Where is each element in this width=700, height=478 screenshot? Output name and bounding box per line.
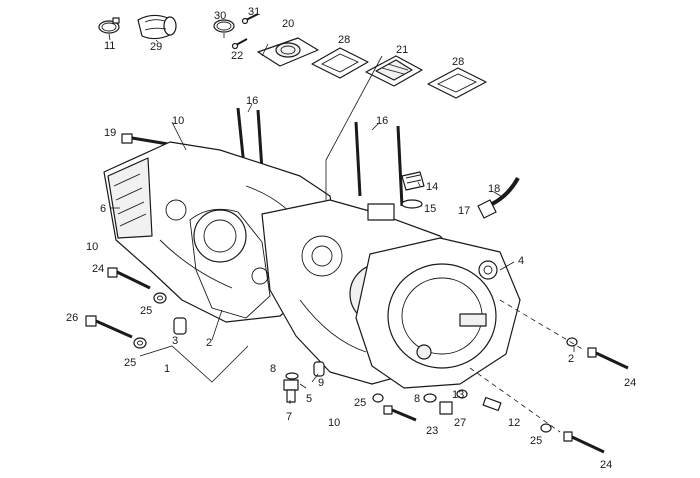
washer-2-right — [566, 337, 578, 347]
callout-29: 29 — [150, 41, 162, 53]
callout-17: 17 — [458, 205, 470, 217]
callout-16-right: 16 — [376, 115, 388, 127]
callout-5: 5 — [306, 393, 312, 405]
callout-19: 19 — [104, 127, 116, 139]
washer-25-lower-left — [133, 337, 147, 349]
breather-hose-18 — [491, 177, 520, 206]
callout-23: 23 — [426, 425, 438, 437]
clamp-30 — [213, 19, 235, 33]
callout-9: 9 — [318, 377, 324, 389]
plug-7 — [283, 379, 299, 403]
callout-10-left: 10 — [86, 241, 98, 253]
callout-7: 7 — [286, 411, 292, 423]
washer-25-bottom — [372, 393, 384, 403]
callout-2-right: 2 — [568, 353, 574, 365]
plug-27 — [439, 401, 453, 415]
clamp-11 — [98, 17, 120, 34]
callout-4: 4 — [518, 255, 524, 267]
callout-25-right: 25 — [530, 435, 542, 447]
gasket-2-middle — [189, 208, 271, 319]
callout-labels: 11 29 30 31 20 22 28 21 28 19 10 16 16 1… — [66, 6, 636, 471]
washer-8-right — [423, 393, 437, 403]
reed-valve-21 — [365, 55, 423, 87]
callout-12: 12 — [508, 417, 520, 429]
bolt-24-left — [107, 267, 151, 290]
bolt-23 — [383, 405, 417, 422]
reed-cover-20 — [257, 37, 319, 67]
callout-6: 6 — [100, 203, 106, 215]
screw-31 — [241, 13, 259, 25]
clutch-cover-4 — [355, 237, 521, 389]
dowel-pin-3 — [173, 317, 187, 335]
callout-3: 3 — [172, 335, 178, 347]
callout-26: 26 — [66, 312, 78, 324]
callout-1: 1 — [164, 363, 170, 375]
filler-plug-14 — [401, 171, 425, 191]
callout-31: 31 — [248, 6, 260, 18]
callout-8-left: 8 — [270, 363, 276, 375]
bolt-24-right-lower — [563, 431, 605, 454]
callout-18: 18 — [488, 183, 500, 195]
callout-8-right: 8 — [414, 393, 420, 405]
leader-lines — [108, 33, 575, 404]
callout-24-right-lower: 24 — [600, 459, 612, 471]
callout-2-middle: 2 — [206, 337, 212, 349]
breather-fitting-17 — [477, 199, 497, 219]
gasket-28-right — [427, 67, 487, 99]
alignment-line-lower — [469, 367, 561, 433]
studs-16-left — [236, 107, 264, 171]
washer-15 — [401, 199, 423, 209]
bolt-19 — [121, 133, 169, 146]
callout-21: 21 — [396, 44, 408, 56]
callout-22: 22 — [231, 50, 243, 62]
callout-28-left: 28 — [338, 34, 350, 46]
washer-25-right — [540, 423, 552, 433]
alignment-line-upper — [499, 299, 585, 351]
bolt-26 — [85, 315, 133, 339]
callout-25-bottom: 25 — [354, 397, 366, 409]
callout-15: 15 — [424, 203, 436, 215]
callout-27: 27 — [454, 417, 466, 429]
studs-16-right — [354, 121, 404, 207]
washer-13 — [456, 389, 468, 399]
callout-30: 30 — [214, 10, 226, 22]
callout-13: 13 — [452, 389, 464, 401]
dowel-9 — [313, 361, 325, 377]
callout-24-left: 24 — [92, 263, 104, 275]
bolt-12 — [482, 396, 502, 412]
callout-11: 11 — [104, 40, 115, 52]
washer-25-upper-left — [153, 292, 167, 304]
bolt-24-right-upper — [587, 347, 629, 370]
callout-10-bottom: 10 — [328, 417, 340, 429]
callout-14: 14 — [426, 181, 438, 193]
callout-10-top: 10 — [172, 115, 184, 127]
leader-bracket-1 — [139, 345, 249, 383]
intake-hose-29 — [137, 14, 177, 40]
washer-8-left — [285, 372, 299, 380]
callout-28-right: 28 — [452, 56, 464, 68]
gasket-28-left — [311, 47, 369, 79]
screw-22 — [231, 38, 248, 50]
callout-25-lower-left: 25 — [124, 357, 136, 369]
callout-16-left: 16 — [246, 95, 258, 107]
callout-20: 20 — [282, 18, 294, 30]
callout-25-upper-left: 25 — [140, 305, 152, 317]
callout-24-right-upper: 24 — [624, 377, 636, 389]
